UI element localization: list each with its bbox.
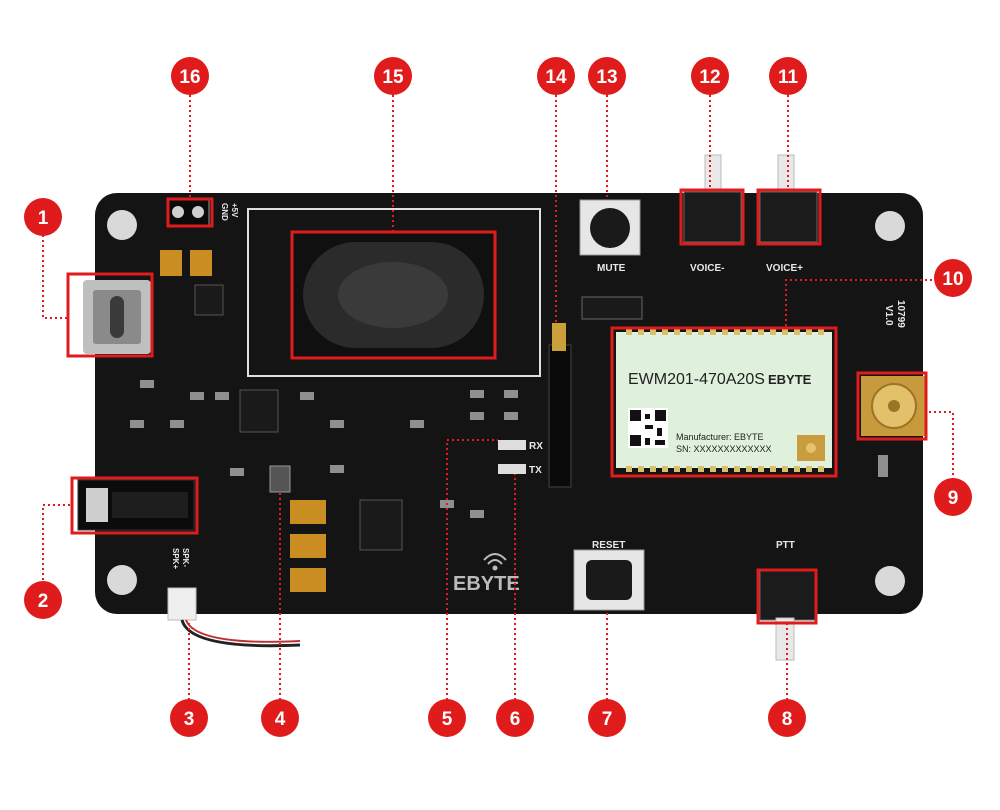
- callouts: 1 2 3 4 5 6 7 8 9 10 11 12 13 14 15 16: [24, 57, 972, 737]
- ptt-switch[interactable]: [759, 569, 816, 661]
- callout-12-label: 12: [699, 67, 720, 88]
- callout-14-label: 14: [545, 67, 567, 88]
- callout-16-label: 16: [179, 67, 200, 88]
- callout-2-label: 2: [38, 591, 49, 612]
- silk-voice-minus: VOICE-: [690, 263, 724, 274]
- callout-8: 8: [768, 699, 806, 737]
- callout-5-label: 5: [442, 709, 453, 730]
- callout-15: 15: [374, 57, 412, 95]
- mount-hole-icon: [875, 566, 905, 596]
- callout-14: 14: [537, 57, 575, 95]
- smd-components: [130, 250, 888, 592]
- callout-2: 2: [24, 581, 62, 619]
- voice-minus-switch[interactable]: [683, 154, 742, 243]
- voice-plus-switch[interactable]: [759, 154, 818, 243]
- speaker-header: [77, 479, 195, 531]
- reset-button[interactable]: [573, 549, 645, 611]
- module-manufacturer: Manufacturer: EBYTE: [676, 432, 764, 442]
- sma-antenna-connector: [861, 376, 925, 436]
- usb-c-connector: [83, 280, 151, 354]
- callout-13-label: 13: [596, 67, 617, 88]
- pin-header: [548, 323, 572, 488]
- status-led: [269, 465, 291, 493]
- callout-6-label: 6: [510, 709, 521, 730]
- callout-9: 9: [934, 478, 972, 516]
- callout-3: 3: [170, 699, 208, 737]
- speaker: [247, 208, 541, 377]
- callout-4: 4: [261, 699, 299, 737]
- qr-code-icon: [628, 408, 668, 448]
- callout-11: 11: [769, 57, 807, 95]
- silk-spk-plus: SPK+: [171, 548, 180, 569]
- silk-board-id: 10799: [895, 300, 906, 328]
- mount-hole-icon: [107, 210, 137, 240]
- callout-6: 6: [496, 699, 534, 737]
- mute-button[interactable]: [579, 199, 641, 256]
- silk-ptt: PTT: [776, 540, 795, 551]
- silk-reset: RESET: [592, 540, 625, 551]
- ebyte-logo: EBYTE: [453, 553, 520, 595]
- callout-1: 1: [24, 198, 62, 236]
- tx-led: [498, 464, 526, 474]
- silk-plus5v: +5V: [230, 203, 239, 218]
- callout-12: 12: [691, 57, 729, 95]
- callout-15-label: 15: [382, 67, 404, 88]
- pcb-board: MUTE VOICE- VOICE+ RESET PTT RX TX GND +…: [77, 154, 925, 661]
- module-model: EWM201-470A20S: [628, 371, 765, 388]
- silk-mute: MUTE: [597, 263, 626, 274]
- rx-led: [498, 440, 526, 450]
- silk-spk-minus: SPK-: [181, 548, 190, 567]
- ewm201-module: EWM201-470A20S EBYTE Manufacturer: EBYTE…: [616, 329, 832, 472]
- spk-connector: [167, 587, 301, 648]
- callout-3-label: 3: [184, 709, 195, 730]
- callout-10: 10: [934, 259, 972, 297]
- callout-16: 16: [171, 57, 209, 95]
- silk-version: V1.0: [883, 305, 894, 326]
- callout-4-label: 4: [275, 709, 286, 730]
- callout-1-label: 1: [38, 208, 49, 229]
- silk-tx: TX: [529, 465, 542, 476]
- board-brand-text: EBYTE: [453, 573, 520, 595]
- mount-hole-icon: [107, 565, 137, 595]
- silk-voice-plus: VOICE+: [766, 263, 803, 274]
- leader-lines: [42, 95, 954, 700]
- module-serial: SN: XXXXXXXXXXXXX: [676, 444, 772, 454]
- highlight-boxes: [66, 188, 928, 625]
- callout-7-label: 7: [602, 709, 613, 730]
- callout-11-label: 11: [778, 67, 799, 88]
- power-pads: [166, 199, 210, 226]
- callout-7: 7: [588, 699, 626, 737]
- mount-hole-icon: [875, 211, 905, 241]
- callout-9-label: 9: [948, 488, 959, 509]
- callout-10-label: 10: [942, 269, 963, 290]
- module-brand: EBYTE: [768, 372, 812, 387]
- silk-rx: RX: [529, 441, 543, 452]
- callout-5: 5: [428, 699, 466, 737]
- callout-13: 13: [588, 57, 626, 95]
- silk-gnd: GND: [220, 203, 229, 221]
- callout-8-label: 8: [782, 709, 793, 730]
